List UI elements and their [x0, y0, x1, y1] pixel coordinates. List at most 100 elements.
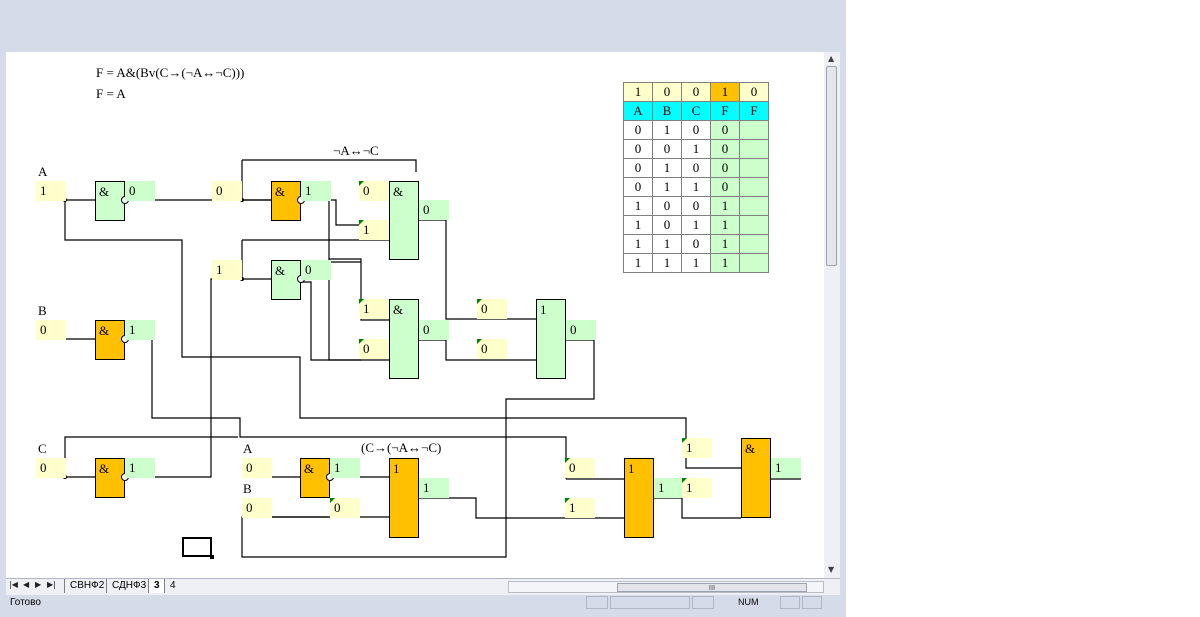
tt-cell: 0 [623, 139, 653, 159]
and-symbol: & [393, 302, 404, 317]
input-a-cell[interactable]: 1 [36, 181, 66, 201]
big-and1-out: 0 [419, 200, 449, 220]
excel-window: F = A&(Bv(C→(¬A↔¬C))) F = A A B C A B ¬A… [0, 0, 846, 617]
prev-sheet-icon[interactable]: ◀ [23, 580, 30, 589]
and-top-out: 1 [301, 181, 331, 201]
tab-sdnf3[interactable]: СДНФ3 [106, 579, 151, 593]
tt-f-cell: 1 [710, 234, 740, 254]
vertical-scrollbar[interactable]: ▲ ▼ [824, 52, 840, 578]
tab-4[interactable]: 4 [164, 579, 181, 593]
comment-marker [359, 181, 364, 186]
comment-marker [477, 299, 482, 304]
current-f2: 0 [739, 82, 769, 102]
tt-f-cell: 0 [710, 158, 740, 178]
tt-cell: 1 [652, 253, 682, 273]
junction-dot [240, 277, 244, 281]
final-in1: 1 [682, 438, 712, 458]
tt-cell: 0 [681, 196, 711, 216]
big-and2-out: 0 [419, 320, 449, 340]
and-gate-big2: & [389, 299, 419, 379]
and-symbol: & [99, 184, 110, 199]
horizontal-scroll-thumb[interactable]: III [617, 583, 807, 592]
not-b-out: 1 [125, 320, 155, 340]
and-symbol: & [99, 323, 110, 338]
and-symbol: & [745, 441, 756, 456]
big-and2-in2: 0 [359, 339, 389, 359]
status-panel [610, 596, 690, 609]
truth-table-header: A B C F F [623, 101, 769, 121]
or-symbol: 1 [540, 302, 547, 317]
tt-cell: 0 [681, 234, 711, 254]
tt-f2-cell [739, 196, 769, 216]
selected-cell[interactable] [182, 537, 212, 557]
status-panel [586, 596, 608, 609]
comment-marker [330, 498, 335, 503]
input-c-cell[interactable]: 0 [36, 458, 66, 478]
tt-cell: 0 [652, 196, 682, 216]
tab-svnf2[interactable]: СВНФ2 [64, 579, 109, 593]
tt-f-cell: 1 [710, 196, 740, 216]
first-sheet-icon[interactable]: |◀ [9, 580, 18, 589]
label-a: A [38, 164, 48, 179]
tt-cell: 1 [652, 120, 682, 140]
or-symbol: 1 [393, 461, 400, 476]
scroll-up-icon[interactable]: ▲ [828, 54, 835, 63]
tt-cell: 1 [652, 177, 682, 197]
tt-cell: 0 [652, 139, 682, 159]
scroll-down-icon[interactable]: ▼ [828, 565, 835, 574]
worksheet[interactable]: F = A&(Bv(C→(¬A↔¬C))) F = A A B C A B ¬A… [6, 52, 824, 578]
label-a2: A [243, 441, 253, 456]
comment-marker [359, 220, 364, 225]
tt-f-cell: 1 [710, 215, 740, 235]
input-b2-cell[interactable]: 0 [242, 498, 272, 518]
tt-f2-cell [739, 177, 769, 197]
horizontal-scrollbar[interactable]: III [508, 581, 824, 593]
tt-cell: 1 [652, 158, 682, 178]
tt-f2-cell [739, 120, 769, 140]
tt-cell: 1 [681, 253, 711, 273]
and-top-in: 0 [212, 181, 242, 201]
input-b-cell[interactable]: 0 [36, 320, 66, 340]
tt-cell: 0 [681, 158, 711, 178]
or1-in2: 0 [477, 339, 507, 359]
and-mid-out: 0 [301, 260, 331, 280]
big-and2-in1: 1 [359, 299, 389, 319]
tt-cell: 1 [681, 177, 711, 197]
tt-f2-cell [739, 215, 769, 235]
vertical-scroll-thumb[interactable] [826, 66, 837, 266]
label-c: C [38, 441, 47, 456]
fill-handle[interactable] [210, 555, 214, 559]
status-panel [802, 596, 822, 609]
label-b2: B [243, 481, 252, 496]
tt-f-cell: 1 [710, 253, 740, 273]
tt-f-cell: 0 [710, 120, 740, 140]
current-c: 0 [681, 82, 711, 102]
or1-out: 0 [566, 320, 596, 340]
tt-f2-cell [739, 158, 769, 178]
next-sheet-icon[interactable]: ▶ [35, 580, 42, 589]
comment-marker [565, 458, 570, 463]
or-gate-impl: 1 [389, 458, 419, 538]
comment-marker [565, 498, 570, 503]
last-sheet-icon[interactable]: ▶| [47, 580, 56, 589]
header-c: C [681, 101, 711, 121]
and-mid-in: 1 [212, 260, 242, 280]
formula-main: F = A&(Bv(C→(¬A↔¬C))) [96, 65, 245, 80]
tt-cell: 1 [623, 234, 653, 254]
comment-marker [359, 299, 364, 304]
comment-marker [477, 339, 482, 344]
status-panel [692, 596, 714, 609]
input-a2-cell[interactable]: 0 [242, 458, 272, 478]
header-b: B [652, 101, 682, 121]
current-f: 1 [710, 82, 740, 102]
tt-cell: 0 [623, 120, 653, 140]
comment-marker [682, 438, 687, 443]
header-f: F [710, 101, 740, 121]
tab-3[interactable]: 3 [148, 579, 165, 593]
tt-cell: 1 [623, 253, 653, 273]
and-gate-mid: & [271, 260, 301, 300]
